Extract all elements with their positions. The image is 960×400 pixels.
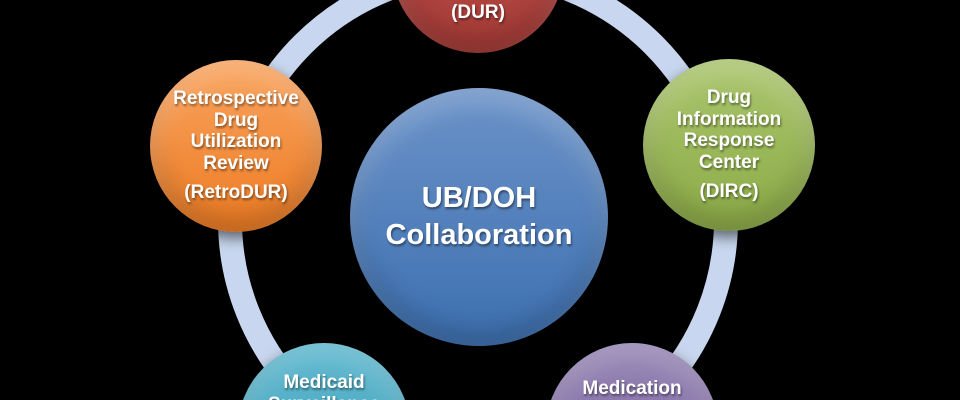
text-line: Center — [698, 151, 760, 173]
node-dur-label: (DUR) — [392, 2, 564, 24]
text-line: Surveillance — [238, 394, 410, 400]
text-line: Medication — [582, 378, 682, 399]
acronym-line: (DIRC) — [699, 181, 759, 203]
node-medicaid-label: Medicaid Surveillance — [238, 372, 410, 400]
node-medication-label: Medication — [546, 378, 718, 400]
text-line: Response — [683, 130, 775, 152]
node-dirc-label: Drug Information Response Center (DIRC) — [643, 87, 815, 203]
text-line: Drug — [213, 109, 259, 131]
node-retrodur: Retrospective Drug Utilization Review (R… — [150, 60, 322, 232]
text-line: Medicaid — [283, 372, 365, 393]
text-line: Information — [676, 108, 782, 130]
node-dirc: Drug Information Response Center (DIRC) — [643, 59, 815, 231]
acronym-line: (RetroDUR) — [184, 182, 288, 204]
text-line: Collaboration — [385, 219, 573, 251]
node-retrodur-label: Retrospective Drug Utilization Review (R… — [150, 88, 322, 204]
text-line: UB/DOH — [421, 182, 537, 214]
text-line: (DUR) — [451, 1, 505, 23]
text-line: Drug — [706, 87, 752, 109]
node-center: UB/DOH Collaboration — [350, 88, 608, 346]
text-line: Review — [203, 152, 269, 174]
text-line: Utilization — [190, 131, 282, 153]
text-line: Retrospective — [173, 88, 299, 110]
node-center-label: UB/DOH Collaboration — [350, 180, 608, 254]
